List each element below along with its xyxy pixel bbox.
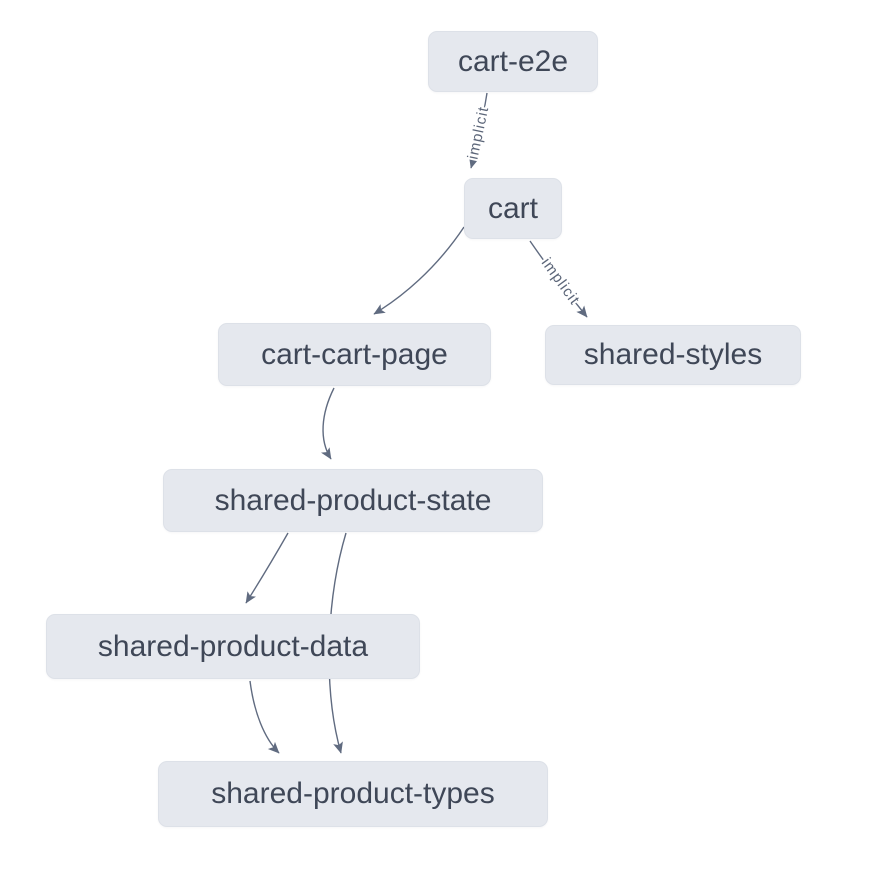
- edge-label-implicit-cart-e2e: implicit: [465, 105, 493, 161]
- edge-cart-to-cart-cart-page: [373, 226, 465, 315]
- node-cart[interactable]: cart: [464, 178, 562, 239]
- edge-shared-product-state-to-shared-product-data: [245, 532, 289, 604]
- node-shared-product-data[interactable]: shared-product-data: [46, 614, 420, 679]
- edge-cart-cart-page-to-shared-product-state: [321, 387, 335, 460]
- node-shared-styles[interactable]: shared-styles: [545, 325, 801, 385]
- edge-label-implicit-shared-styles: implicit: [538, 255, 583, 309]
- node-shared-product-state[interactable]: shared-product-state: [163, 469, 543, 532]
- edge-cart-e2e-to-cart: [469, 92, 488, 169]
- edge-cart-to-shared-styles: [529, 240, 588, 318]
- node-shared-product-types[interactable]: shared-product-types: [158, 761, 548, 827]
- node-cart-e2e[interactable]: cart-e2e: [428, 31, 598, 92]
- node-cart-cart-page[interactable]: cart-cart-page: [218, 323, 491, 386]
- edge-shared-product-data-to-shared-product-types: [249, 680, 280, 754]
